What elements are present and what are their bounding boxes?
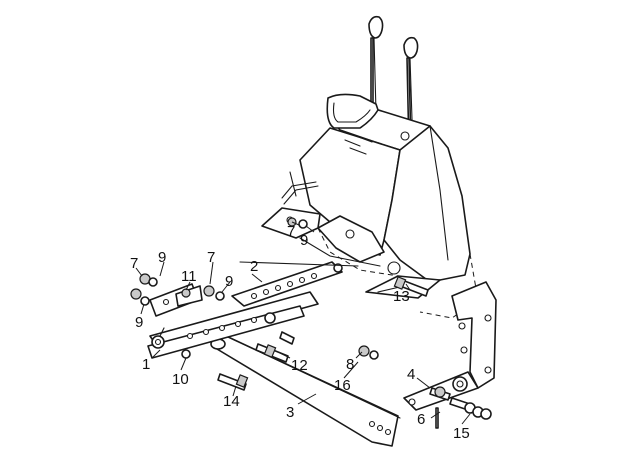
callout-6: 6 — [417, 411, 425, 428]
support-rods — [281, 171, 319, 205]
callout-15: 15 — [453, 425, 470, 442]
callout-12: 12 — [291, 357, 308, 374]
callout-8: 8 — [346, 356, 354, 373]
callout-7c: 7 — [287, 223, 295, 240]
link-1 — [147, 261, 359, 359]
callouts: 1 2 3 4 6 7 7 7 8 9 9 9 9 10 11 12 13 14… — [130, 223, 470, 442]
callout-1: 1 — [142, 356, 150, 373]
callout-9a: 9 — [158, 249, 166, 266]
fasteners — [130, 217, 379, 360]
callout-16: 16 — [334, 377, 351, 394]
callout-9d: 9 — [300, 232, 308, 249]
callout-11: 11 — [181, 268, 197, 285]
callout-10: 10 — [172, 371, 189, 388]
callout-9b: 9 — [135, 314, 143, 331]
callout-13: 13 — [393, 288, 410, 305]
callout-9c: 9 — [225, 273, 233, 290]
callout-4: 4 — [407, 366, 415, 383]
small-plates — [149, 283, 203, 317]
pivot-block — [299, 215, 401, 275]
callout-14: 14 — [223, 393, 240, 410]
side-bracket — [403, 281, 497, 411]
callout-2: 2 — [250, 258, 258, 275]
callout-3: 3 — [286, 404, 294, 421]
leader-lines — [135, 221, 471, 425]
callout-7b: 7 — [207, 249, 215, 266]
callout-7a: 7 — [130, 255, 138, 272]
link-2 — [231, 261, 343, 307]
